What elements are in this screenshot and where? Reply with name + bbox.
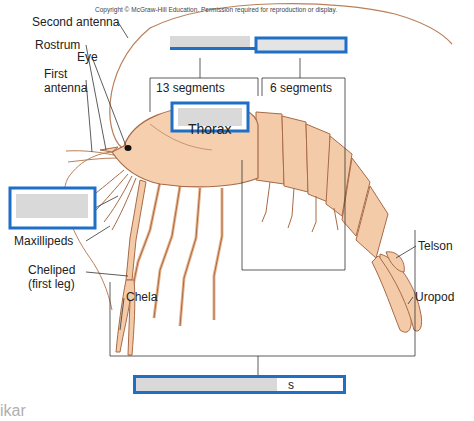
part-label: Eye [77, 50, 98, 64]
part-label: Uropod [415, 290, 454, 304]
blank-answer-boxes [10, 36, 346, 228]
part-label: Chela [126, 290, 157, 304]
part-label: Thorax [188, 122, 232, 136]
cheliped [116, 180, 146, 355]
part-label: Cheliped (first leg) [28, 263, 90, 291]
answer-box: s [133, 375, 346, 394]
segment-count: 6 segments [270, 81, 332, 95]
segment-count: 13 segments [156, 81, 225, 95]
brackets [110, 58, 415, 376]
watermark: ikar [0, 402, 26, 420]
part-label: First antenna [44, 67, 94, 95]
tail-fan [372, 252, 422, 332]
part-label: Rostrum [35, 38, 80, 52]
maxillipeds [92, 170, 136, 230]
abdomen [256, 112, 388, 258]
part-label: Telson [418, 239, 453, 253]
part-label: Maxillipeds [14, 234, 73, 248]
carapace [112, 105, 258, 187]
antennae [64, 4, 452, 310]
leader-lines [86, 22, 416, 330]
rostrum-tip [100, 147, 118, 152]
part-label: Second antenna [32, 15, 119, 29]
swimmerets [262, 182, 338, 232]
copyright-note: Copyright © McGraw-Hill Education. Permi… [95, 6, 337, 14]
walking-legs [130, 182, 222, 326]
answer-text: s [288, 379, 294, 391]
